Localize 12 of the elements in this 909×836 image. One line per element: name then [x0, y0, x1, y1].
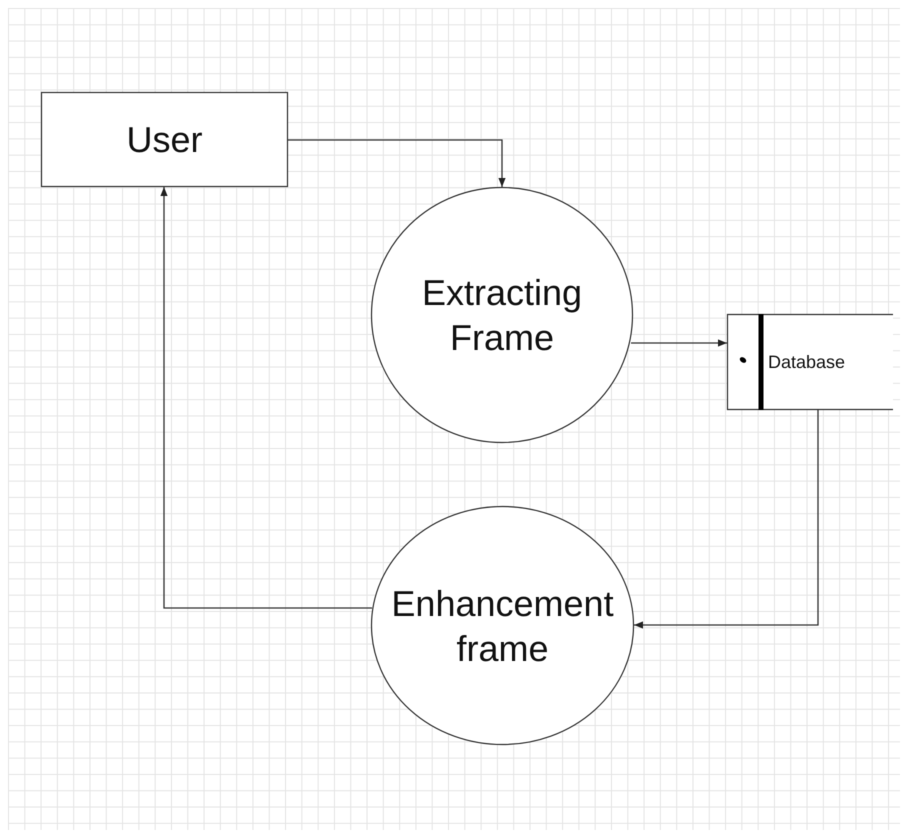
arrow	[160, 187, 372, 609]
arrow	[631, 339, 727, 347]
node-label: User	[126, 118, 202, 162]
process-circle	[371, 506, 634, 745]
node-label: Database	[768, 350, 846, 374]
data-store	[727, 314, 893, 410]
entity-box	[41, 92, 288, 187]
arrow	[634, 410, 819, 629]
node-label: Enhancement frame	[390, 582, 615, 670]
process-circle	[371, 187, 633, 443]
arrow	[288, 139, 506, 187]
node-label: Extracting Frame	[420, 271, 584, 360]
